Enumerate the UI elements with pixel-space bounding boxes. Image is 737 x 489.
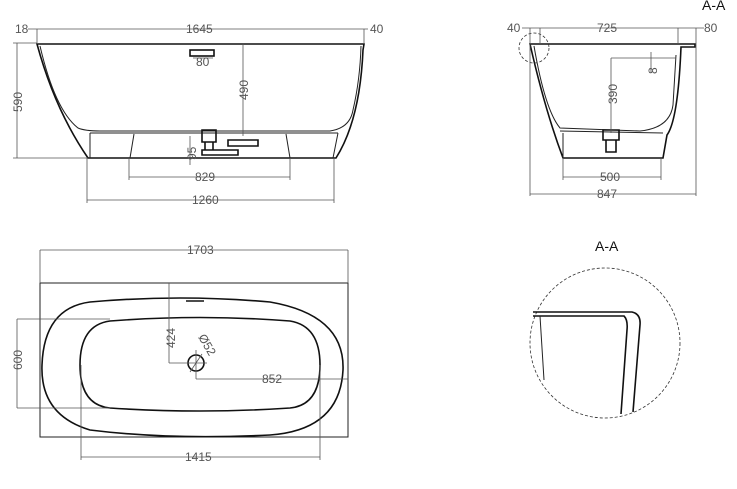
dim-80: 80 bbox=[196, 55, 210, 69]
dim-1260: 1260 bbox=[192, 193, 219, 207]
top-view: 1703 600 424 Ø52 852 1415 bbox=[11, 243, 349, 464]
detail-circle bbox=[529, 267, 681, 419]
dim-490: 490 bbox=[237, 80, 251, 100]
detail-marker-circle bbox=[518, 32, 550, 64]
detail-title: A-A bbox=[595, 238, 619, 254]
wall-outline bbox=[39, 282, 349, 438]
detail-inner-line bbox=[539, 315, 545, 381]
dim-lines-section bbox=[522, 27, 704, 196]
dim-829: 829 bbox=[195, 170, 215, 184]
section-drain bbox=[602, 129, 620, 153]
dim-847: 847 bbox=[597, 187, 617, 201]
detail-rim-profile bbox=[533, 311, 641, 415]
tub-base bbox=[89, 132, 339, 159]
section-title: A-A bbox=[702, 0, 726, 13]
dim-lines-top bbox=[16, 249, 349, 460]
section-inner-shell bbox=[533, 45, 677, 132]
tub-inner-outline bbox=[79, 316, 321, 412]
dim-600: 600 bbox=[11, 350, 25, 370]
front-view: 18 1645 40 80 490 590 95 829 1260 bbox=[11, 22, 384, 207]
dim-390: 390 bbox=[606, 84, 620, 104]
dim-500: 500 bbox=[600, 170, 620, 184]
dim-40: 40 bbox=[370, 22, 384, 36]
section-base bbox=[559, 130, 664, 158]
tub-inner-shell bbox=[39, 45, 362, 132]
dim-1703: 1703 bbox=[187, 243, 214, 257]
dim-40-section: 40 bbox=[507, 21, 521, 35]
dim-8: 8 bbox=[646, 67, 660, 74]
dim-725: 725 bbox=[597, 21, 617, 35]
dim-424: 424 bbox=[164, 328, 178, 348]
dim-852: 852 bbox=[262, 372, 282, 386]
dim-diameter-52: Ø52 bbox=[195, 332, 219, 359]
dim-590: 590 bbox=[11, 92, 25, 112]
dim-95: 95 bbox=[185, 146, 199, 160]
tub-outer-outline bbox=[41, 297, 344, 438]
section-outer-shell bbox=[528, 43, 696, 159]
dim-1645: 1645 bbox=[186, 22, 213, 36]
dim-80-section: 80 bbox=[704, 21, 718, 35]
section-view: A-A 40 725 80 390 8 500 847 bbox=[507, 0, 726, 201]
overflow bbox=[189, 49, 215, 57]
tub-outer-shell bbox=[35, 43, 365, 159]
drain-fitting bbox=[201, 129, 259, 156]
detail-view: A-A bbox=[529, 238, 681, 419]
dim-18: 18 bbox=[15, 22, 29, 36]
dim-1415: 1415 bbox=[185, 450, 212, 464]
dim-lines-front bbox=[13, 28, 368, 203]
